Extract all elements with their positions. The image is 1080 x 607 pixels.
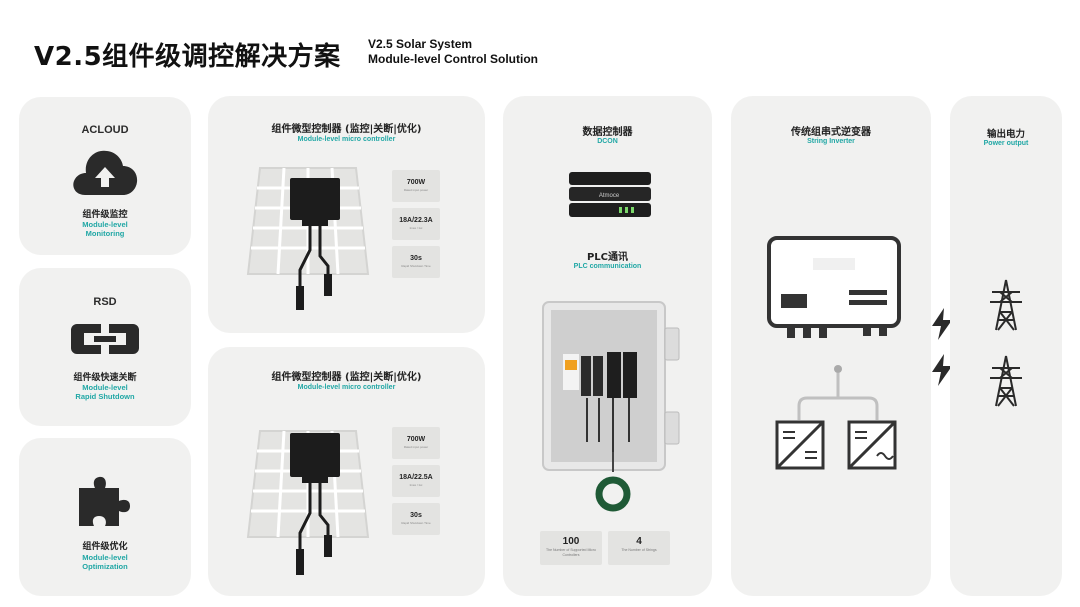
card-heading: ACLOUD (81, 124, 129, 136)
spec-label: Imax / Isc (409, 226, 423, 230)
card-micro-controller-1: 组件微型控制器 (监控|关断|优化) Module-level micro co… (208, 96, 485, 333)
card-en-line2: Optimization (82, 562, 128, 571)
lightning-icon (932, 354, 952, 386)
inverter-subtitle: String Inverter (807, 138, 855, 145)
card-cn-label: 组件级优化 (82, 542, 128, 552)
plc-box-icon (542, 301, 680, 512)
spec-value: 18A/22.3A (399, 217, 433, 224)
spec-value: 700W (406, 179, 426, 186)
card-en-line2: Monitoring (85, 229, 125, 238)
subtitle-line-2: Module-level Control Solution (368, 52, 538, 66)
inverter-title: 传统组串式逆变器 (791, 127, 871, 138)
spec-box: 30s Rapid Shutdown Time (392, 246, 440, 278)
page-subtitle: V2.5 Solar System Module-level Control S… (368, 37, 538, 67)
cloud-upload-icon (73, 150, 138, 195)
stat-box: 4 The Number of Strings (608, 531, 670, 565)
spec-value: 18A/22.5A (399, 474, 433, 481)
card-rapid-shutdown: RSD 组件级快速关断 Module-level Rapid Shutdown (19, 268, 191, 426)
page-title: V2.5组件级调控解决方案 (34, 42, 341, 72)
card-en-line1: Module-level (82, 383, 128, 392)
inverter-icon (767, 236, 901, 338)
card-en-line1: Module-level (82, 220, 128, 229)
stat-box: 100 The Number of Supported Micro Contro… (540, 531, 602, 565)
micro-controller-device-icon (290, 433, 340, 575)
transmission-tower-icon (990, 355, 1022, 407)
lightning-icon (932, 308, 952, 340)
spec-label: Rated input power (403, 188, 429, 192)
spec-value: 30s (410, 512, 422, 519)
stat-label: The Number of Strings (621, 548, 657, 552)
output-title: 输出电力 (986, 129, 1025, 140)
spec-box: 700W Rated input power (392, 427, 440, 459)
card-cn-label: 组件级快速关断 (73, 373, 137, 383)
controller-title: 组件微型控制器 (监控|关断|优化) (271, 372, 422, 383)
puzzle-icon (79, 476, 130, 526)
card-string-inverter: 传统组串式逆变器 String Inverter (731, 96, 931, 596)
card-dcon: 数据控制器 DCON Atmoce PLC通讯 PLC communicatio… (503, 96, 712, 596)
subtitle-line-1: V2.5 Solar System (368, 37, 473, 51)
card-power-output: 输出电力 Power output (950, 96, 1062, 596)
transmission-tower-icon (990, 279, 1022, 331)
plc-subtitle: PLC communication (573, 263, 642, 270)
controller-title: 组件微型控制器 (监控|关断|优化) (271, 124, 422, 135)
controller-subtitle: Module-level micro controller (297, 384, 396, 391)
dcon-subtitle: DCON (597, 138, 618, 145)
dcon-device-icon: Atmoce (569, 172, 651, 217)
stat-value: 100 (562, 536, 580, 547)
spec-value: 30s (410, 255, 422, 262)
card-en-line1: Module-level (82, 553, 128, 562)
spec-box: 18A/22.5A Imax / Isc (392, 465, 440, 497)
spec-box: 18A/22.3A Imax / Isc (392, 208, 440, 240)
spec-box: 30s Rapid Shutdown Time (392, 503, 440, 535)
plc-title: PLC通讯 (586, 252, 629, 263)
card-monitoring: ACLOUD 组件级监控 Module-level Monitoring (19, 97, 191, 255)
spec-label: Rapid Shutdown Time (401, 264, 431, 268)
spec-label: Rapid Shutdown Time (401, 521, 431, 525)
spec-value: 700W (406, 436, 426, 443)
card-optimization: 组件级优化 Module-level Optimization (19, 438, 191, 596)
card-micro-controller-2: 组件微型控制器 (监控|关断|优化) Module-level micro co… (208, 347, 485, 596)
card-heading: RSD (93, 296, 117, 308)
micro-controller-device-icon (290, 178, 340, 310)
controller-subtitle: Module-level micro controller (297, 136, 396, 143)
card-cn-label: 组件级监控 (82, 210, 128, 220)
output-subtitle: Power output (983, 140, 1029, 147)
stat-label: The Number of Supported Micro Controller… (546, 548, 596, 557)
dcon-title: 数据控制器 (582, 127, 633, 138)
spec-label: Rated input power (403, 445, 429, 449)
link-icon (71, 324, 139, 354)
dcon-brand-label: Atmoce (599, 193, 620, 199)
card-en-line2: Rapid Shutdown (75, 392, 135, 401)
stat-value: 4 (636, 536, 642, 547)
inverter-connection-diagram (775, 365, 897, 470)
spec-label: Imax / Isc (409, 483, 423, 487)
spec-box: 700W Rated input power (392, 170, 440, 202)
